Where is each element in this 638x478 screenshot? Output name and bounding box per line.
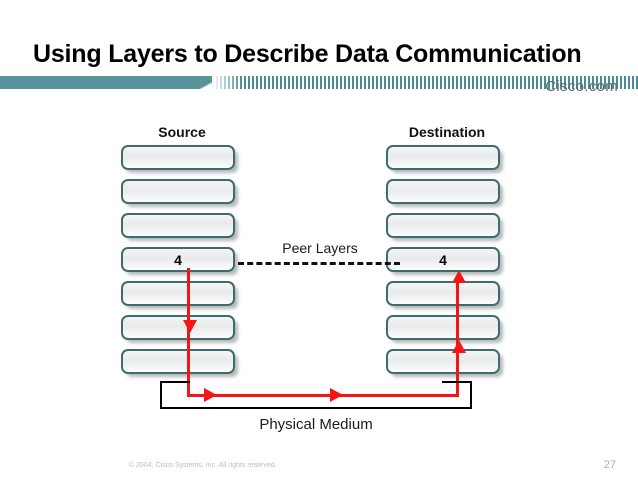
physical-medium-boundary: [160, 381, 472, 409]
physical-medium-top-edge-left: [160, 381, 190, 383]
destination-flow-arrowhead-lower: [452, 340, 466, 353]
physical-medium-label: Physical Medium: [259, 416, 373, 433]
destination-layer-1[interactable]: [386, 349, 500, 374]
physical-medium-top-edge-right: [442, 381, 472, 383]
destination-column-heading: Destination: [408, 124, 486, 140]
header-stripe-pattern: [212, 76, 638, 89]
destination-layer-5[interactable]: [386, 213, 500, 238]
source-layer-1[interactable]: [121, 349, 235, 374]
destination-layer-4-label: 4: [439, 252, 447, 268]
destination-flow-line-upper: [456, 283, 459, 352]
source-layer-2[interactable]: [121, 315, 235, 340]
source-layer-5[interactable]: [121, 213, 235, 238]
footer-page-number: 27: [603, 459, 616, 471]
source-flow-line-upper: [187, 268, 190, 336]
destination-layer-6[interactable]: [386, 179, 500, 204]
peer-layers-dashed-connector: [238, 262, 400, 265]
footer-copyright: © 2004, Cisco Systems, Inc. All rights r…: [129, 462, 277, 469]
physical-medium-arrowhead-2: [330, 388, 343, 402]
source-layer-4[interactable]: 4: [121, 247, 235, 272]
source-layer-7[interactable]: [121, 145, 235, 170]
physical-medium-arrowhead-1: [204, 388, 217, 402]
source-layer-3[interactable]: [121, 281, 235, 306]
physical-medium-flow-line: [187, 394, 459, 397]
destination-flow-line-lower: [456, 352, 459, 396]
destination-layer-7[interactable]: [386, 145, 500, 170]
source-column-heading: Source: [158, 124, 206, 140]
header-stripe-fade: [212, 76, 242, 89]
brand-logo-text: Cisco.com: [545, 78, 618, 95]
peer-layers-label: Peer Layers: [282, 240, 358, 256]
header-accent-bar: [0, 76, 200, 89]
destination-layer-stack: 4: [386, 145, 510, 381]
destination-layer-3[interactable]: [386, 281, 500, 306]
source-layer-stack: 4: [121, 145, 245, 381]
destination-layer-2[interactable]: [386, 315, 500, 340]
page-title: Using Layers to Describe Data Communicat…: [33, 40, 582, 68]
source-flow-arrowhead-down: [183, 320, 197, 333]
source-layer-6[interactable]: [121, 179, 235, 204]
destination-flow-arrowhead-upper: [452, 270, 466, 283]
source-flow-line-lower: [187, 336, 190, 396]
destination-layer-4[interactable]: 4: [386, 247, 500, 272]
source-layer-4-label: 4: [174, 252, 182, 268]
